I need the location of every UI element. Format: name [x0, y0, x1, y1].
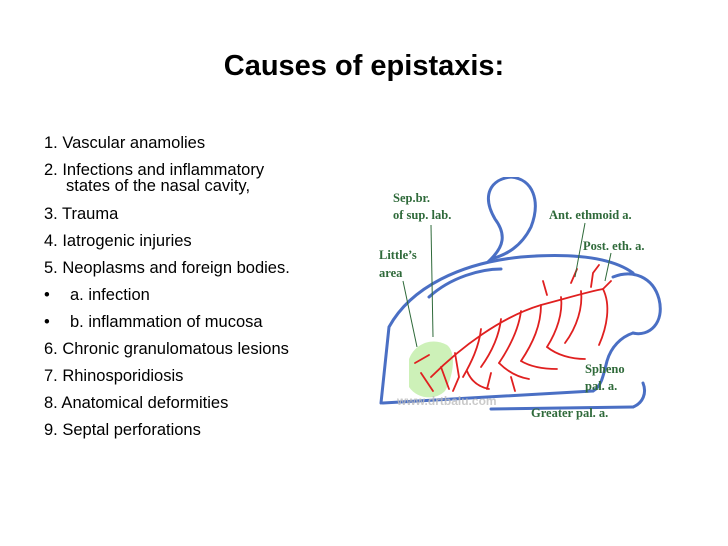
littles-area-shape: [409, 341, 453, 398]
label-pointers: [402, 222, 612, 348]
list-item-continuation: states of the nasal cavity,: [66, 177, 251, 195]
label-sep-br: Sep.br.: [393, 191, 430, 205]
list-item: 8. Anatomical deformities: [44, 394, 229, 412]
label-area: area: [379, 266, 403, 280]
list-item: 9. Septal perforations: [44, 421, 201, 439]
label-spheno: Spheno: [585, 362, 625, 376]
label-pal-a: pal. a.: [585, 379, 617, 393]
label-ant-ethmoid: Ant. ethmoid a.: [549, 208, 632, 222]
label-post-eth: Post. eth. a.: [583, 239, 644, 253]
list-item: 7. Rhinosporidiosis: [44, 367, 184, 385]
artery-network: [414, 264, 612, 392]
list-item: •b. inflammation of mucosa: [44, 309, 290, 336]
label-littles: Little’s: [379, 248, 417, 262]
list-item: •a. infection: [44, 282, 290, 309]
watermark-text: www.drtbalu.com: [396, 394, 497, 408]
diagram-svg: Sep.br. of sup. lab. Ant. ethmoid a. Lit…: [379, 177, 662, 420]
bullet-icon: •: [44, 313, 50, 331]
list-item: 4. Iatrogenic injuries: [44, 232, 192, 250]
label-sup-lab: of sup. lab.: [393, 208, 451, 222]
slide-title: Causes of epistaxis:: [223, 50, 505, 82]
causes-list: 1. Vascular anamolies 2. Infections and …: [44, 130, 290, 444]
label-greater-pal: Greater pal. a.: [531, 406, 608, 420]
bullet-icon: •: [44, 286, 50, 304]
list-item: 5. Neoplasms and foreign bodies.: [44, 259, 290, 277]
list-item: 6. Chronic granulomatous lesions: [44, 340, 289, 358]
list-item: 3. Trauma: [44, 205, 119, 223]
nasal-septum-diagram: Sep.br. of sup. lab. Ant. ethmoid a. Lit…: [371, 177, 680, 423]
list-item: 1. Vascular anamolies: [44, 134, 206, 152]
